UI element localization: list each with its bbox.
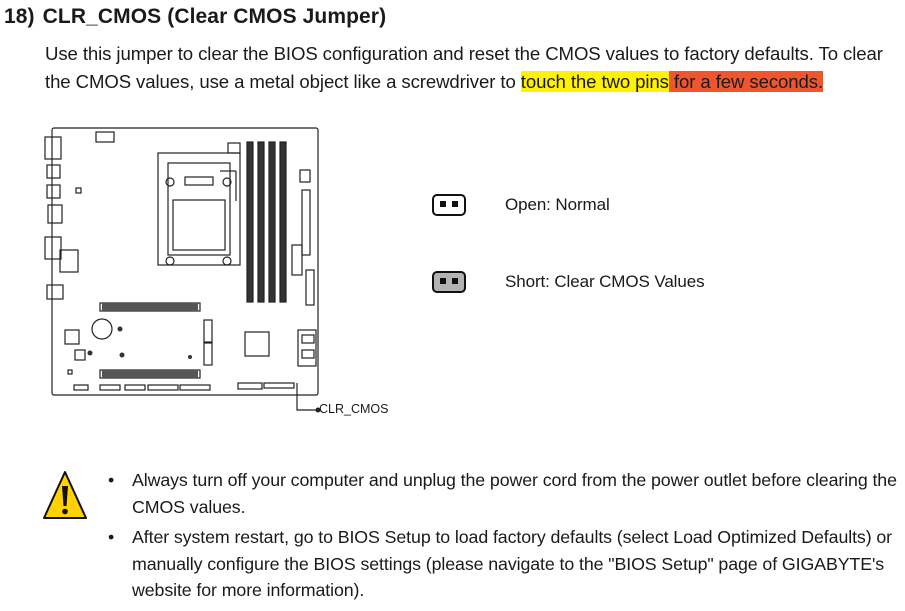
section-title: CLR_CMOS (Clear CMOS Jumper) xyxy=(42,5,387,28)
clr-cmos-callout-label: CLR_CMOS xyxy=(319,402,389,416)
highlight-touch-pins: touch the two pins xyxy=(520,71,669,92)
open-jumper-icon xyxy=(432,194,466,216)
section-heading: 18) CLR_CMOS (Clear CMOS Jumper) xyxy=(4,5,386,29)
intro-paragraph: Use this jumper to clear the BIOS config… xyxy=(45,40,905,96)
short-jumper-icon xyxy=(432,271,466,293)
warning-notes-list: Always turn off your computer and unplug… xyxy=(108,467,905,608)
highlight-few-seconds: for a few seconds. xyxy=(668,71,824,92)
legend-open: Open: Normal xyxy=(432,194,610,216)
warning-note: Always turn off your computer and unplug… xyxy=(108,467,905,520)
legend-open-label: Open: Normal xyxy=(505,195,610,214)
warning-triangle-icon xyxy=(43,471,87,519)
section-number: 18) xyxy=(4,5,35,28)
warning-note: After system restart, go to BIOS Setup t… xyxy=(108,524,905,604)
legend-short-label: Short: Clear CMOS Values xyxy=(505,272,705,291)
callout-dot xyxy=(315,407,321,413)
intro-text: Use this jumper to clear the BIOS config… xyxy=(45,43,883,92)
motherboard-diagram xyxy=(44,127,321,413)
callout-line xyxy=(296,383,317,411)
legend-short: Short: Clear CMOS Values xyxy=(432,271,705,293)
